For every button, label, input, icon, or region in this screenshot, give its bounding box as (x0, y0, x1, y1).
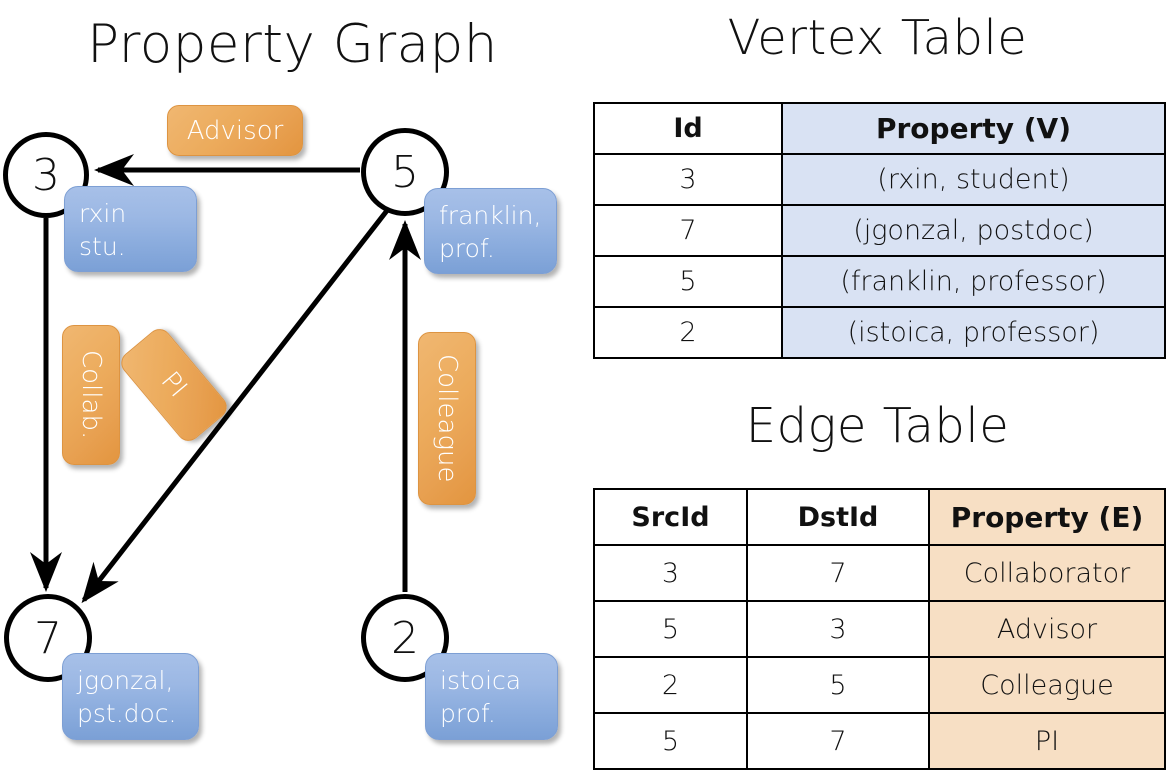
table-row[interactable]: 3 7 Collaborator (593, 544, 1166, 602)
table-row[interactable]: 5 7 PI (593, 712, 1166, 770)
edge-row-2-src: 2 (593, 656, 748, 714)
edge-label-colleague[interactable]: Colleague (418, 332, 476, 505)
edge-label-colleague-text: Colleague (432, 354, 462, 483)
vertex-table: Id Property (V) 3 (rxin, student) 7 (jgo… (593, 102, 1166, 359)
vertex-node-5-label: 5 (391, 146, 419, 198)
vertex-property-rxin-line1: rxin (79, 199, 127, 228)
page-title-edge-table: Edge Table (745, 398, 1010, 454)
vertex-property-franklin-line1: franklin, (439, 201, 542, 230)
table-row[interactable]: 7 (jgonzal, postdoc) (593, 204, 1166, 257)
edge-row-0-property: Collaborator (928, 544, 1166, 602)
edge-label-collab[interactable]: Collab. (62, 325, 120, 465)
vertex-row-3-id: 2 (593, 306, 783, 359)
vertex-property-rxin-line2: stu. (79, 232, 126, 261)
edge-row-3-property: PI (928, 712, 1166, 770)
edge-row-3-src: 5 (593, 712, 748, 770)
table-row[interactable]: 2 5 Colleague (593, 656, 1166, 714)
table-row[interactable]: 5 3 Advisor (593, 600, 1166, 658)
edge-row-1-property: Advisor (928, 600, 1166, 658)
vertex-row-1-property: (jgonzal, postdoc) (781, 204, 1166, 257)
vertex-property-jgonzal-line2: pst.doc. (77, 699, 177, 728)
vertex-property-istoica-line2: prof. (440, 699, 496, 728)
edge-row-0-dst: 7 (746, 544, 930, 602)
vertex-row-2-property: (franklin, professor) (781, 255, 1166, 308)
vertex-node-7-label: 7 (34, 612, 62, 664)
vertex-property-box-istoica[interactable]: istoica prof. (425, 653, 558, 740)
edge-table-header-row: SrcId DstId Property (E) (593, 488, 1166, 546)
page-title-vertex-table: Vertex Table (727, 10, 1028, 66)
edge-label-advisor-text: Advisor (186, 115, 284, 146)
edge-row-2-dst: 5 (746, 656, 930, 714)
edge-row-1-src: 5 (593, 600, 748, 658)
page-title-property-graph: Property Graph (87, 14, 498, 75)
vertex-property-istoica-line1: istoica (440, 666, 522, 695)
edge-row-1-dst: 3 (746, 600, 930, 658)
vertex-property-box-jgonzal[interactable]: jgonzal, pst.doc. (62, 653, 199, 740)
vertex-table-header-id: Id (593, 102, 783, 155)
vertex-row-0-property: (rxin, student) (781, 153, 1166, 206)
edge-row-0-src: 3 (593, 544, 748, 602)
edge-table: SrcId DstId Property (E) 3 7 Collaborato… (593, 488, 1166, 770)
vertex-table-header-row: Id Property (V) (593, 102, 1166, 155)
vertex-row-3-property: (istoica, professor) (781, 306, 1166, 359)
vertex-property-box-rxin[interactable]: rxin stu. (64, 186, 197, 272)
edge-row-3-dst: 7 (746, 712, 930, 770)
vertex-node-2[interactable]: 2 (361, 594, 449, 682)
edge-table-header-srcid: SrcId (593, 488, 748, 546)
vertex-node-3-label: 3 (32, 149, 60, 201)
vertex-property-box-franklin[interactable]: franklin, prof. (424, 188, 557, 274)
vertex-row-0-id: 3 (593, 153, 783, 206)
vertex-row-2-id: 5 (593, 255, 783, 308)
vertex-property-franklin-line2: prof. (439, 234, 495, 263)
property-graph-diagram: 3 5 7 2 rxin stu. franklin, prof. jgonza… (0, 0, 585, 760)
vertex-row-1-id: 7 (593, 204, 783, 257)
edge-label-collab-text: Collab. (76, 350, 106, 440)
edge-label-advisor[interactable]: Advisor (167, 105, 303, 156)
vertex-node-2-label: 2 (391, 612, 419, 664)
vertex-property-jgonzal-line1: jgonzal, (77, 666, 174, 695)
edge-5-to-7 (81, 206, 391, 604)
edge-label-pi-text: PI (154, 366, 193, 404)
graph-edges-svg (30, 154, 421, 604)
table-row[interactable]: 5 (franklin, professor) (593, 255, 1166, 308)
table-row[interactable]: 2 (istoica, professor) (593, 306, 1166, 359)
vertex-table-header-property: Property (V) (781, 102, 1166, 155)
edge-row-2-property: Colleague (928, 656, 1166, 714)
table-row[interactable]: 3 (rxin, student) (593, 153, 1166, 206)
edge-table-header-property: Property (E) (928, 488, 1166, 546)
vertex-node-5[interactable]: 5 (361, 128, 449, 216)
edge-table-header-dstid: DstId (746, 488, 930, 546)
